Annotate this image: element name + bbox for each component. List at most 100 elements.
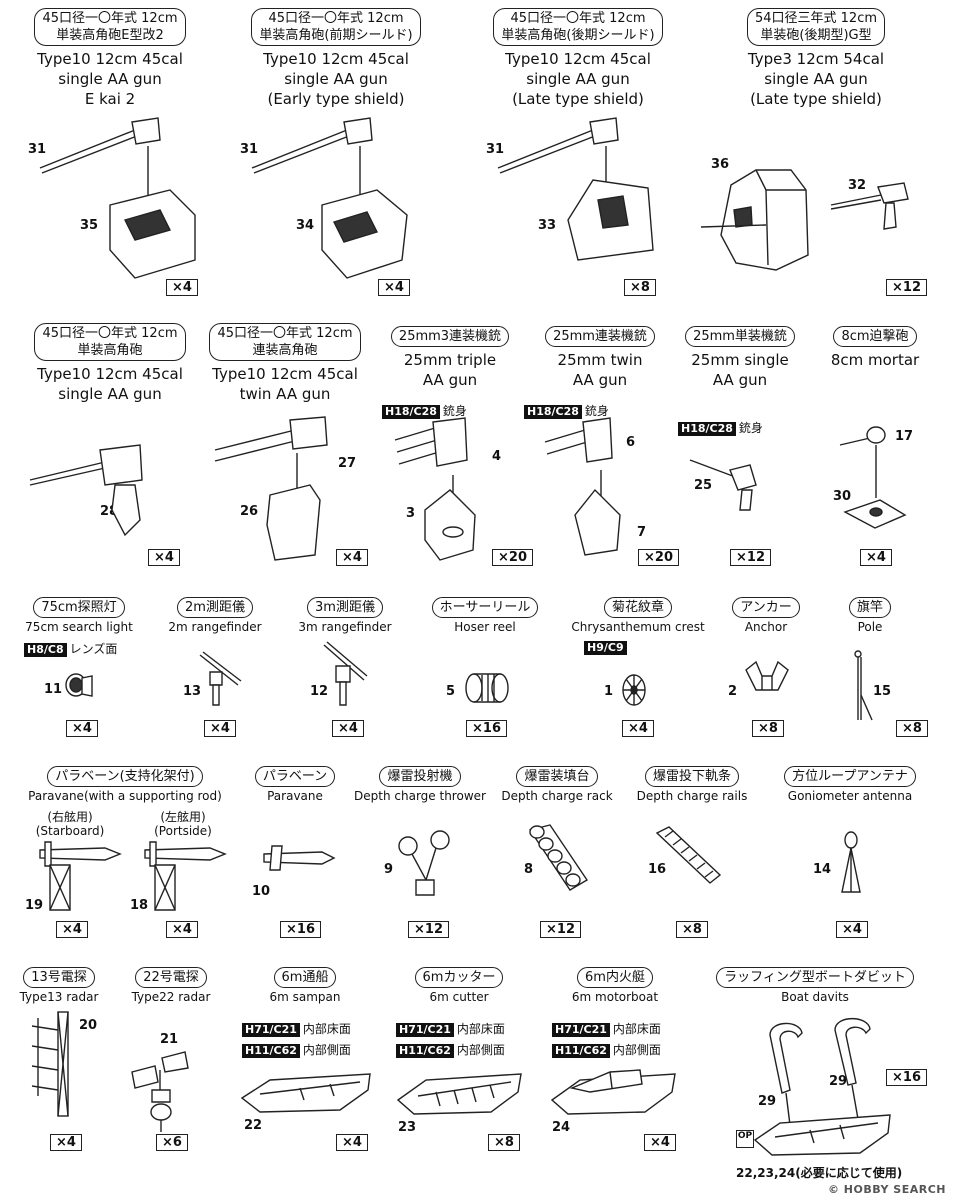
jp-title: 旗竿 bbox=[848, 597, 891, 618]
part-number: 4 bbox=[492, 449, 502, 464]
en-title: 6m motorboat bbox=[571, 990, 659, 1004]
jp-title: 25mm単装機銃 bbox=[685, 326, 795, 347]
part-number: 1 bbox=[604, 684, 614, 699]
mortar-illustration bbox=[839, 426, 907, 529]
quantity-badge: ×8 bbox=[624, 279, 656, 296]
quantity-badge: ×20 bbox=[638, 549, 679, 566]
davit-footnote: 22,23,24(必要に応じて使用) bbox=[736, 1166, 903, 1180]
gun-mount-illustration bbox=[700, 169, 909, 271]
quantity-badge: ×16 bbox=[886, 1069, 927, 1086]
jp-title-line2: 連装高角砲 bbox=[252, 343, 318, 358]
part-number: 12 bbox=[310, 684, 329, 699]
item-dc-rack: 爆雷装填台 Depth charge rack bbox=[497, 765, 617, 804]
color-code: H71/C21 bbox=[396, 1023, 454, 1037]
starboard-label: (右舷用) (Starboard) bbox=[30, 810, 110, 838]
item-crest: 菊花紋章 Chrysanthemum crest bbox=[563, 596, 713, 635]
color-code-label: 銃身 bbox=[442, 404, 467, 418]
jp-title: ラッフィング型ボートダビット bbox=[716, 967, 914, 988]
en-title: 6m sampan bbox=[269, 990, 341, 1004]
color-code-label: 内部側面 bbox=[456, 1043, 505, 1057]
jp-title-line1: 45口径一〇年式 12cm bbox=[42, 326, 178, 341]
item-rf3m: 3m測距儀 3m rangefinder bbox=[290, 596, 400, 635]
color-code: H9/C9 bbox=[584, 641, 627, 655]
jp-title: パラベーン(支持化架付) bbox=[47, 766, 203, 787]
color-code-label: 内部側面 bbox=[302, 1043, 351, 1057]
hoser-reel-illustration bbox=[465, 673, 509, 703]
en-title: 6m cutter bbox=[429, 990, 489, 1004]
en-title-line2: AA gun bbox=[712, 371, 768, 389]
boat-illustration bbox=[396, 1073, 522, 1115]
en-title: 3m rangefinder bbox=[298, 620, 392, 634]
en-title: Paravane bbox=[267, 789, 323, 803]
depth-charge-rack-illustration bbox=[528, 824, 588, 891]
en-title-line2: single AA gun bbox=[526, 70, 630, 88]
quantity-badge: ×8 bbox=[488, 1134, 520, 1151]
quantity-badge: ×4 bbox=[166, 279, 198, 296]
quantity-badge: ×16 bbox=[280, 921, 321, 938]
color-code-label: 内部側面 bbox=[612, 1043, 661, 1057]
part-number: 27 bbox=[338, 456, 357, 471]
color-code-label: 銃身 bbox=[738, 421, 763, 435]
part-number: 20 bbox=[79, 1018, 98, 1033]
depth-charge-rails-illustration bbox=[655, 826, 722, 884]
color-code-line: H9/C9 bbox=[584, 640, 630, 655]
jp-title: 13号電探 bbox=[23, 967, 95, 988]
quantity-badge: ×4 bbox=[332, 720, 364, 737]
part-number: 10 bbox=[252, 884, 271, 899]
part-number: 14 bbox=[813, 862, 832, 877]
color-code: H71/C21 bbox=[242, 1023, 300, 1037]
item-paravane: パラベーン Paravane bbox=[240, 765, 350, 804]
part-number: 29 bbox=[758, 1094, 777, 1109]
portside-label: (左舷用) (Portside) bbox=[148, 810, 218, 838]
boat-illustration bbox=[240, 1073, 371, 1113]
item-dc-thrower: 爆雷投射機 Depth charge thrower bbox=[350, 765, 490, 804]
gun-mount-illustration bbox=[497, 117, 654, 261]
en-title-line2: AA gun bbox=[422, 371, 478, 389]
en-title-line3: E kai 2 bbox=[84, 90, 136, 108]
antenna-illustration bbox=[841, 831, 861, 893]
crest-illustration bbox=[622, 674, 646, 706]
part-number: 31 bbox=[486, 142, 505, 157]
radar-illustration bbox=[31, 1011, 69, 1117]
en-title-line2: single AA gun bbox=[58, 70, 162, 88]
starboard-label-en: (Starboard) bbox=[35, 824, 105, 838]
item-sampan: 6m通船 6m sampan bbox=[250, 966, 360, 1005]
jp-title-line1: 45口径一〇年式 12cm bbox=[42, 11, 178, 26]
en-title-line2: AA gun bbox=[572, 371, 628, 389]
item-pole: 旗竿 Pole bbox=[830, 596, 910, 635]
jp-title: 3m測距儀 bbox=[307, 597, 383, 618]
jp-title-line2: 単装高角砲(前期シールド) bbox=[259, 28, 413, 43]
en-title: Type22 radar bbox=[131, 990, 211, 1004]
color-code-label: 銃身 bbox=[584, 404, 609, 418]
en-title-line1: 25mm single bbox=[691, 351, 789, 369]
part-number: 3 bbox=[406, 506, 416, 521]
quantity-badge: ×4 bbox=[378, 279, 410, 296]
en-title: Paravane(with a supporting rod) bbox=[28, 789, 222, 803]
jp-title: 6mカッター bbox=[414, 967, 504, 988]
item-cutter: 6mカッター 6m cutter bbox=[404, 966, 514, 1005]
color-code-label: レンズ面 bbox=[69, 642, 118, 656]
portside-label-jp: (左舷用) bbox=[160, 810, 206, 824]
gun-mount-illustration bbox=[39, 117, 196, 279]
jp-title-line1: 45口径一〇年式 12cm bbox=[510, 11, 646, 26]
en-title-line1: 8cm mortar bbox=[830, 351, 920, 369]
item-8cm-mortar: 8cm迫撃砲 8cm mortar bbox=[820, 325, 930, 370]
en-title-line1: Type3 12cm 54cal bbox=[747, 50, 885, 68]
part-number: 31 bbox=[240, 142, 259, 157]
en-title-line2: twin AA gun bbox=[239, 385, 331, 403]
en-title: 2m rangefinder bbox=[168, 620, 262, 634]
quantity-badge: ×8 bbox=[752, 720, 784, 737]
item-motorboat: 6m内火艇 6m motorboat bbox=[560, 966, 670, 1005]
jp-title: 爆雷投下軌条 bbox=[644, 766, 739, 787]
quantity-badge: ×4 bbox=[148, 549, 180, 566]
quantity-badge: ×4 bbox=[166, 921, 198, 938]
quantity-badge: ×8 bbox=[676, 921, 708, 938]
en-title-line3: (Late type shield) bbox=[512, 90, 644, 108]
